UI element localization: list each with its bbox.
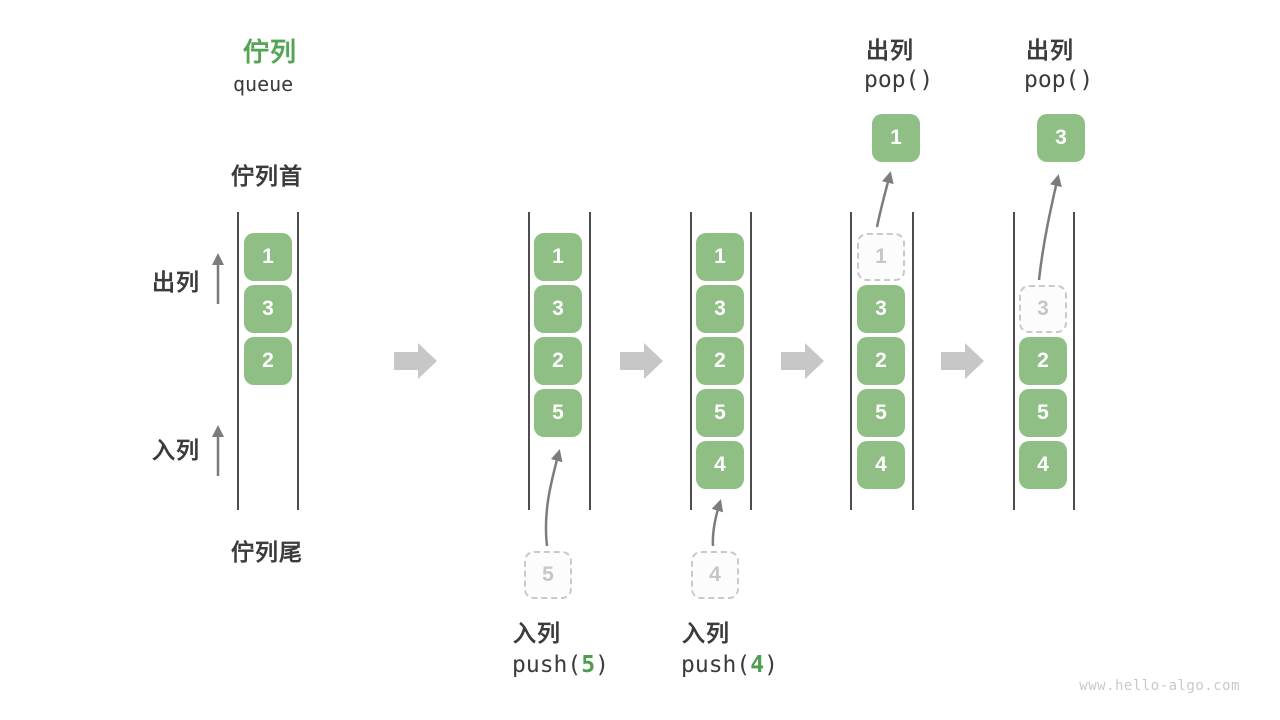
push4-close: )	[764, 652, 778, 678]
queue-wall	[850, 212, 852, 510]
queue-cell: 5	[1019, 389, 1067, 437]
push5-curved-arrow-icon	[544, 449, 563, 547]
push5-call: push(5)	[512, 652, 609, 678]
pop2-call: pop()	[1024, 67, 1094, 93]
queue-wall	[237, 212, 239, 510]
next-step-arrow-icon	[620, 343, 663, 379]
queue-wall	[1073, 212, 1075, 510]
popped-element: 3	[1037, 114, 1085, 162]
queue-wall	[297, 212, 299, 510]
page-title: 佇列	[243, 37, 298, 67]
queue-wall	[1013, 212, 1015, 510]
next-step-arrow-icon	[941, 343, 984, 379]
incoming-element: 4	[691, 551, 739, 599]
push4-label: 入列	[682, 620, 730, 646]
queue-cell: 3	[857, 285, 905, 333]
label-queue-rear: 佇列尾	[231, 539, 303, 565]
queue-cell: 1	[244, 233, 292, 281]
queue-cell: 2	[534, 337, 582, 385]
next-step-arrow-icon	[781, 343, 824, 379]
queue-cell: 5	[696, 389, 744, 437]
push4-curved-arrow-icon	[711, 499, 724, 547]
queue-cell: 3	[534, 285, 582, 333]
push5-arg: 5	[581, 652, 596, 678]
queue-cell: 3	[244, 285, 292, 333]
push5-fn: push(	[512, 652, 582, 678]
next-step-arrow-icon	[394, 343, 437, 379]
pop1-curved-arrow-icon	[875, 171, 894, 228]
queue-wall	[589, 212, 591, 510]
queue-cell: 1	[534, 233, 582, 281]
push5-label: 入列	[513, 620, 561, 646]
push4-arg: 4	[750, 652, 765, 678]
watermark: www.hello-algo.com	[1079, 678, 1240, 694]
removed-slot: 3	[1019, 285, 1067, 333]
queue-cell: 4	[1019, 441, 1067, 489]
queue-cell: 1	[696, 233, 744, 281]
queue-cell: 2	[1019, 337, 1067, 385]
popped-element: 1	[872, 114, 920, 162]
queue-cell: 4	[857, 441, 905, 489]
pop2-curved-arrow-icon	[1037, 174, 1062, 281]
queue-cell: 5	[857, 389, 905, 437]
queue-wall	[690, 212, 692, 510]
page-subtitle: queue	[233, 72, 294, 96]
queue-wall	[528, 212, 530, 510]
queue-wall	[750, 212, 752, 510]
queue-cell: 3	[696, 285, 744, 333]
pop2-label: 出列	[1026, 37, 1074, 63]
queue-wall	[912, 212, 914, 510]
push4-fn: push(	[681, 652, 751, 678]
queue-cell: 2	[857, 337, 905, 385]
push4-call: push(4)	[681, 652, 778, 678]
queue-cell: 4	[696, 441, 744, 489]
label-dequeue: 出列	[152, 269, 200, 295]
queue-cell: 2	[696, 337, 744, 385]
removed-slot: 1	[857, 233, 905, 281]
push5-close: )	[595, 652, 609, 678]
pop1-label: 出列	[866, 37, 914, 63]
incoming-element: 5	[524, 551, 572, 599]
label-enqueue: 入列	[152, 437, 200, 463]
label-queue-front: 佇列首	[231, 163, 303, 189]
queue-cell: 5	[534, 389, 582, 437]
pop1-call: pop()	[864, 67, 934, 93]
queue-cell: 2	[244, 337, 292, 385]
